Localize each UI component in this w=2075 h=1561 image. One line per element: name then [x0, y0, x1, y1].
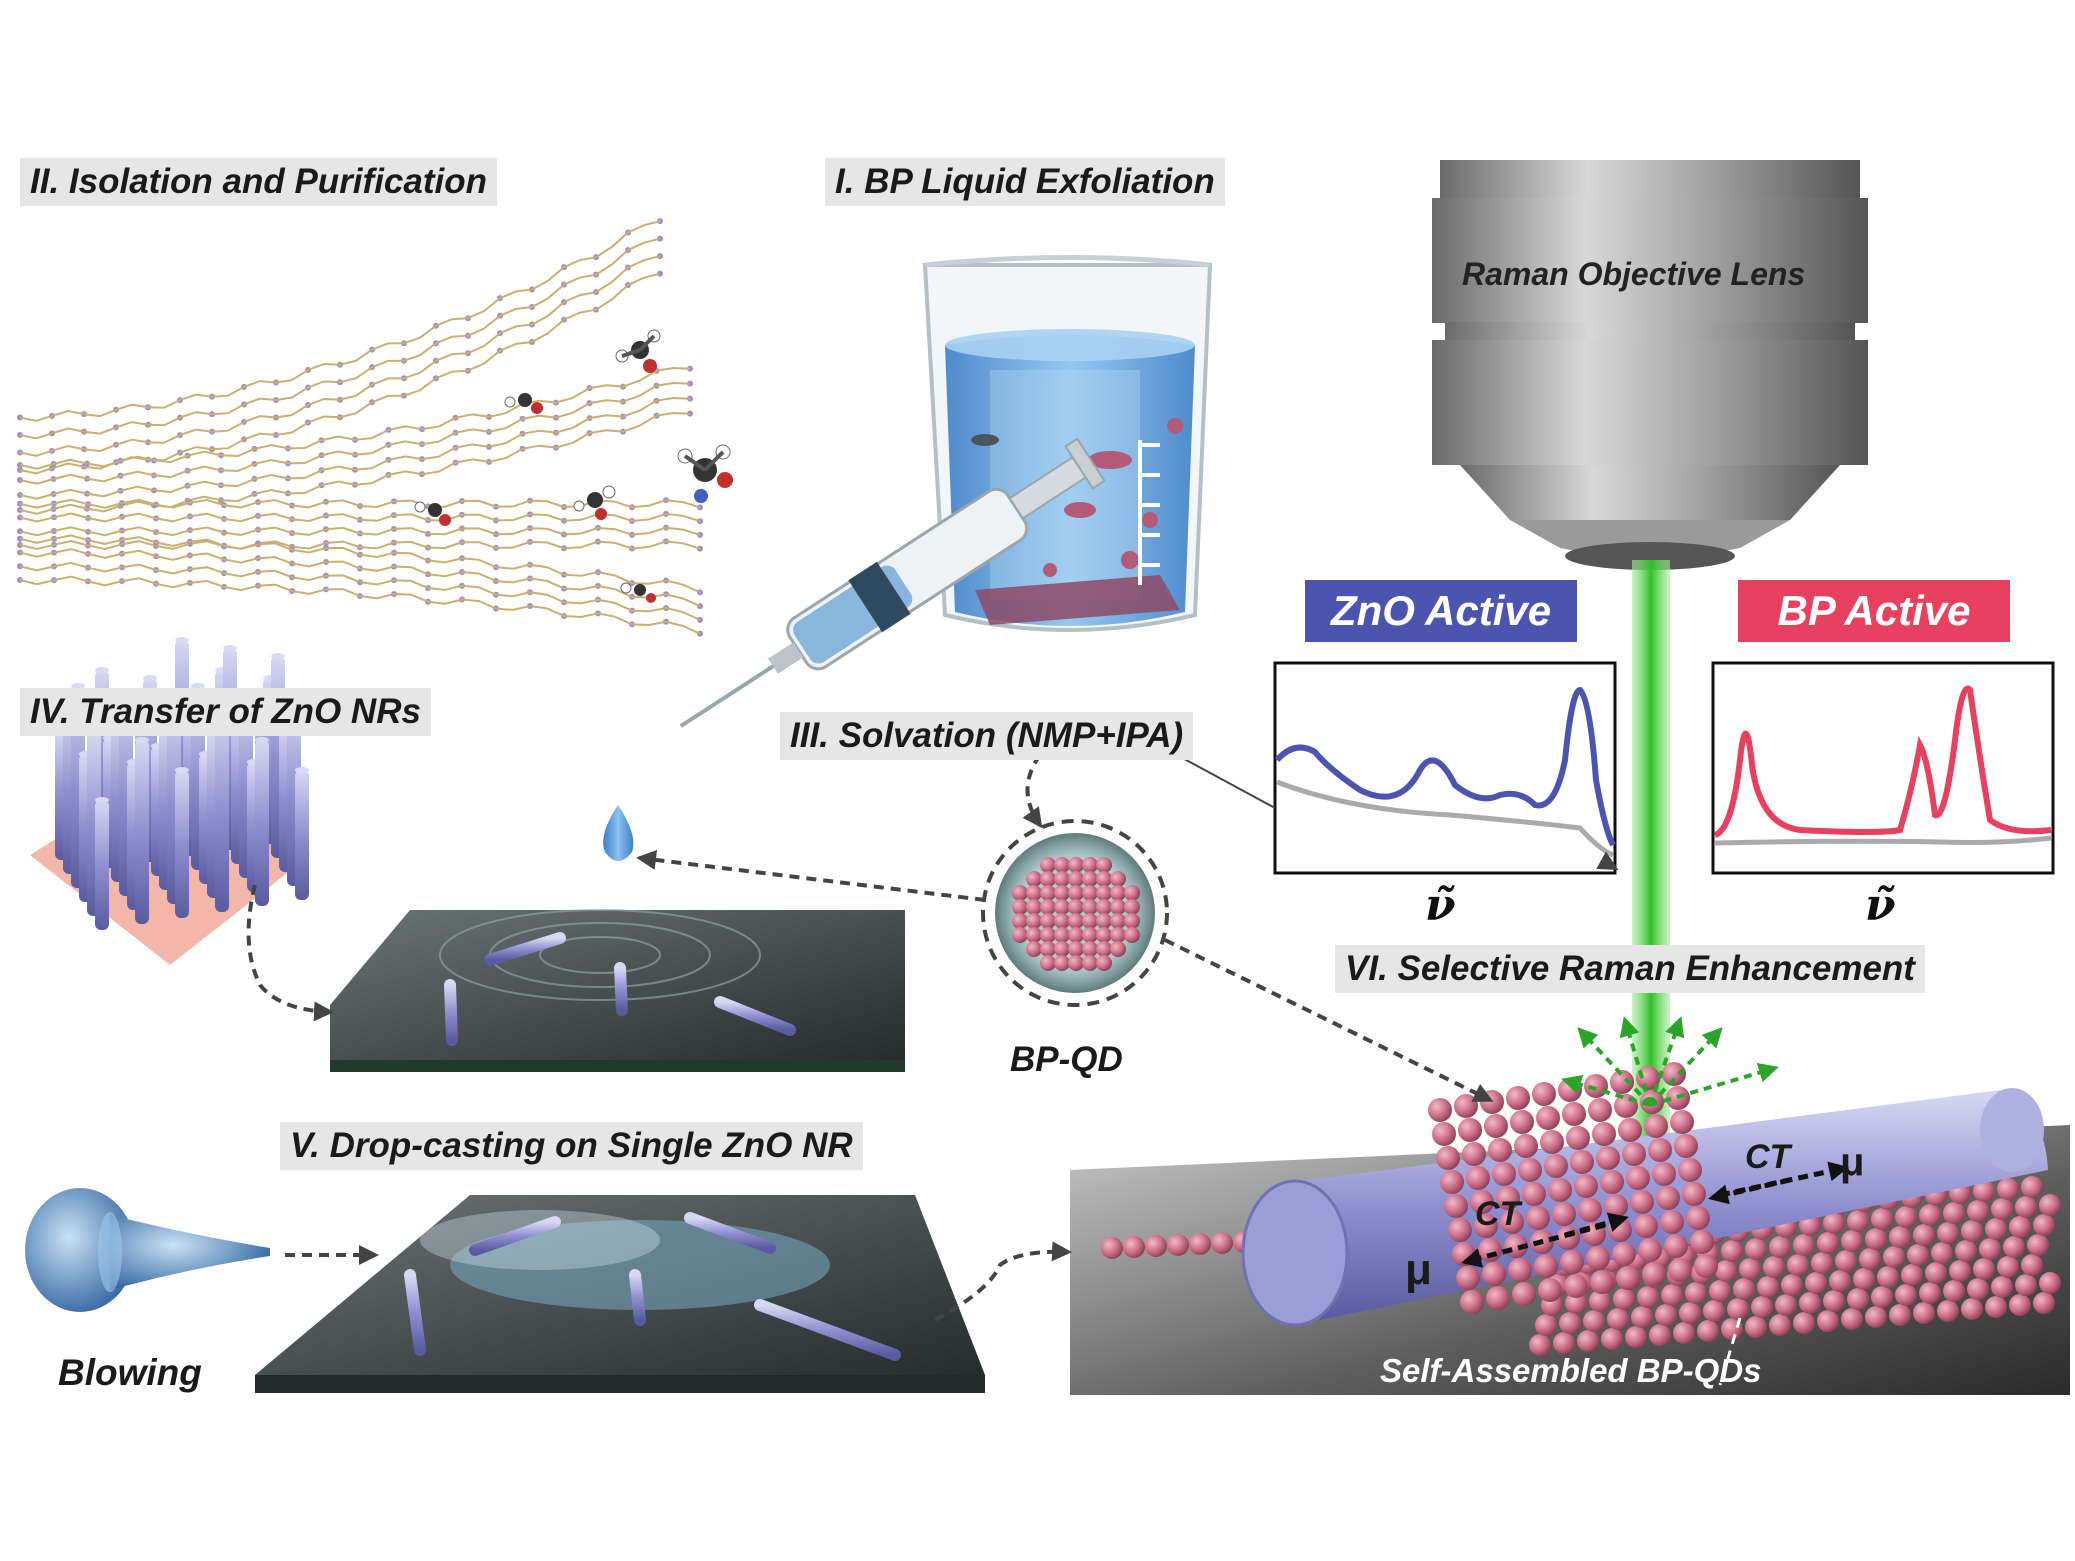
- label-blowing: Blowing: [58, 1352, 202, 1393]
- water-drop: [603, 805, 634, 861]
- bp-layered-sheets: [17, 218, 703, 637]
- solvent-molecules: [414, 329, 733, 603]
- laser-beam: [1632, 560, 1670, 1140]
- bp-qd-sphere: [981, 819, 1169, 1007]
- spectrum-pointer-line: [1176, 754, 1276, 809]
- dropcast-substrate: [255, 1195, 985, 1393]
- label-dropcast: V. Drop-casting on Single ZnO NR: [280, 1122, 863, 1170]
- label-transfer: IV. Transfer of ZnO NRs: [20, 688, 431, 736]
- zno-axis-symbol: ν̃: [1425, 880, 1456, 931]
- label-ct-left: CT: [1475, 1195, 1521, 1233]
- raman-objective-lens: [1432, 160, 1868, 570]
- scatter-arrows: [1561, 1016, 1779, 1107]
- label-selective: VI. Selective Raman Enhancement: [1335, 945, 1925, 993]
- label-bp-qd: BP-QD: [1010, 1040, 1123, 1079]
- bp-axis-symbol: ν̃: [1865, 880, 1896, 931]
- zno-active-badge: ZnO Active: [1305, 580, 1577, 642]
- bp-spectrum-box: [1711, 661, 2055, 875]
- label-objective: Raman Objective Lens: [1462, 256, 1806, 292]
- label-ct-right: CT: [1745, 1138, 1791, 1176]
- charge-transfer-arrows: [1461, 1161, 1849, 1268]
- zno-spectrum-lines: [1274, 686, 1616, 858]
- substrate-ripple: [330, 909, 905, 1072]
- label-solvation: III. Solvation (NMP+IPA): [780, 712, 1194, 760]
- label-isolation: II. Isolation and Purification: [20, 158, 497, 206]
- label-mu-left: μ: [1405, 1245, 1432, 1294]
- process-arrows: [246, 753, 1742, 1386]
- label-self-assembled: Self-Assembled BP-QDs: [1380, 1352, 1762, 1389]
- enhancement-scene: [1070, 1062, 2070, 1395]
- label-exfoliation: I. BP Liquid Exfoliation: [825, 158, 1225, 206]
- syringe: [679, 437, 1106, 728]
- bp-spectrum-lines: [1713, 685, 2052, 846]
- blowing-bulb: [25, 1188, 270, 1312]
- zno-nanorod-array: [30, 637, 310, 965]
- label-mu-right: μ: [1840, 1140, 1865, 1184]
- bp-active-badge: BP Active: [1738, 580, 2010, 642]
